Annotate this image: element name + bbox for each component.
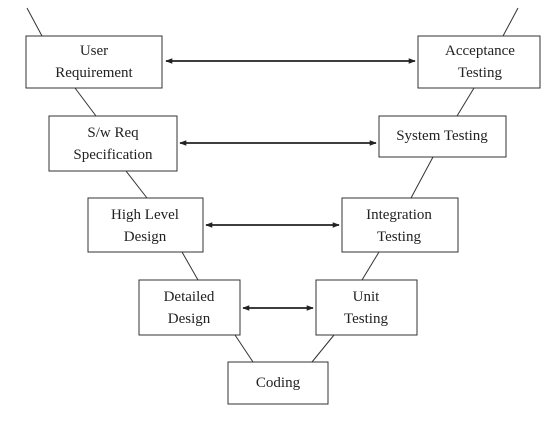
stage-label-line2: Testing <box>344 311 388 327</box>
right-stage-system-testing: System Testing <box>378 115 507 158</box>
verification-arrows <box>165 58 416 311</box>
stage-box <box>227 361 329 405</box>
stage-box <box>378 115 507 158</box>
left-stage-user-requirement: User Requirement <box>25 35 163 89</box>
stage-label-line1: High Level <box>111 207 179 223</box>
v-line-right-2 <box>410 156 434 199</box>
left-stage-detailed-design: Detailed Design <box>138 279 241 336</box>
stage-box <box>417 35 541 89</box>
v-line-left-1 <box>74 87 97 117</box>
stage-label-line1: Unit <box>353 289 381 305</box>
v-left-connectors <box>26 7 254 363</box>
stage-box <box>48 115 178 172</box>
v-line-right-3 <box>361 251 380 281</box>
stage-label-line2: Testing <box>458 65 502 81</box>
v-line-left-3 <box>181 251 199 281</box>
stage-box <box>138 279 241 336</box>
v-line-left-top <box>26 7 43 37</box>
v-line-left-2 <box>125 170 148 199</box>
stage-label-line1: Detailed <box>164 289 215 305</box>
stage-label-line2: Design <box>124 229 167 245</box>
stage-label-line2: Design <box>168 311 211 327</box>
bottom-stage-coding: Coding <box>227 361 329 405</box>
v-right-connectors <box>311 7 519 363</box>
stage-box <box>87 197 204 253</box>
stage-label-line1: Integration <box>366 207 432 223</box>
right-stage-acceptance-testing: Acceptance Testing <box>417 35 541 89</box>
right-stage-integration-testing: Integration Testing <box>341 197 459 253</box>
stage-label-line1: S/w Req <box>87 125 139 141</box>
stage-label-line1: System Testing <box>396 128 488 144</box>
v-line-right-4 <box>311 334 335 363</box>
v-line-right-top <box>502 7 519 37</box>
left-stage-sw-req-specification: S/w Req Specification <box>48 115 178 172</box>
stage-box <box>25 35 163 89</box>
stage-box <box>315 279 418 336</box>
stage-label-line1: Acceptance <box>445 43 515 59</box>
stage-label-line2: Testing <box>377 229 421 245</box>
right-stage-unit-testing: Unit Testing <box>315 279 418 336</box>
stage-label-line2: Requirement <box>55 65 133 81</box>
v-line-right-1 <box>456 87 475 117</box>
v-line-left-4 <box>234 334 254 363</box>
stage-label-line1: User <box>80 43 108 59</box>
stage-label-line1: Coding <box>256 375 301 391</box>
stage-box <box>341 197 459 253</box>
left-stage-high-level-design: High Level Design <box>87 197 204 253</box>
stage-label-line2: Specification <box>73 147 153 163</box>
